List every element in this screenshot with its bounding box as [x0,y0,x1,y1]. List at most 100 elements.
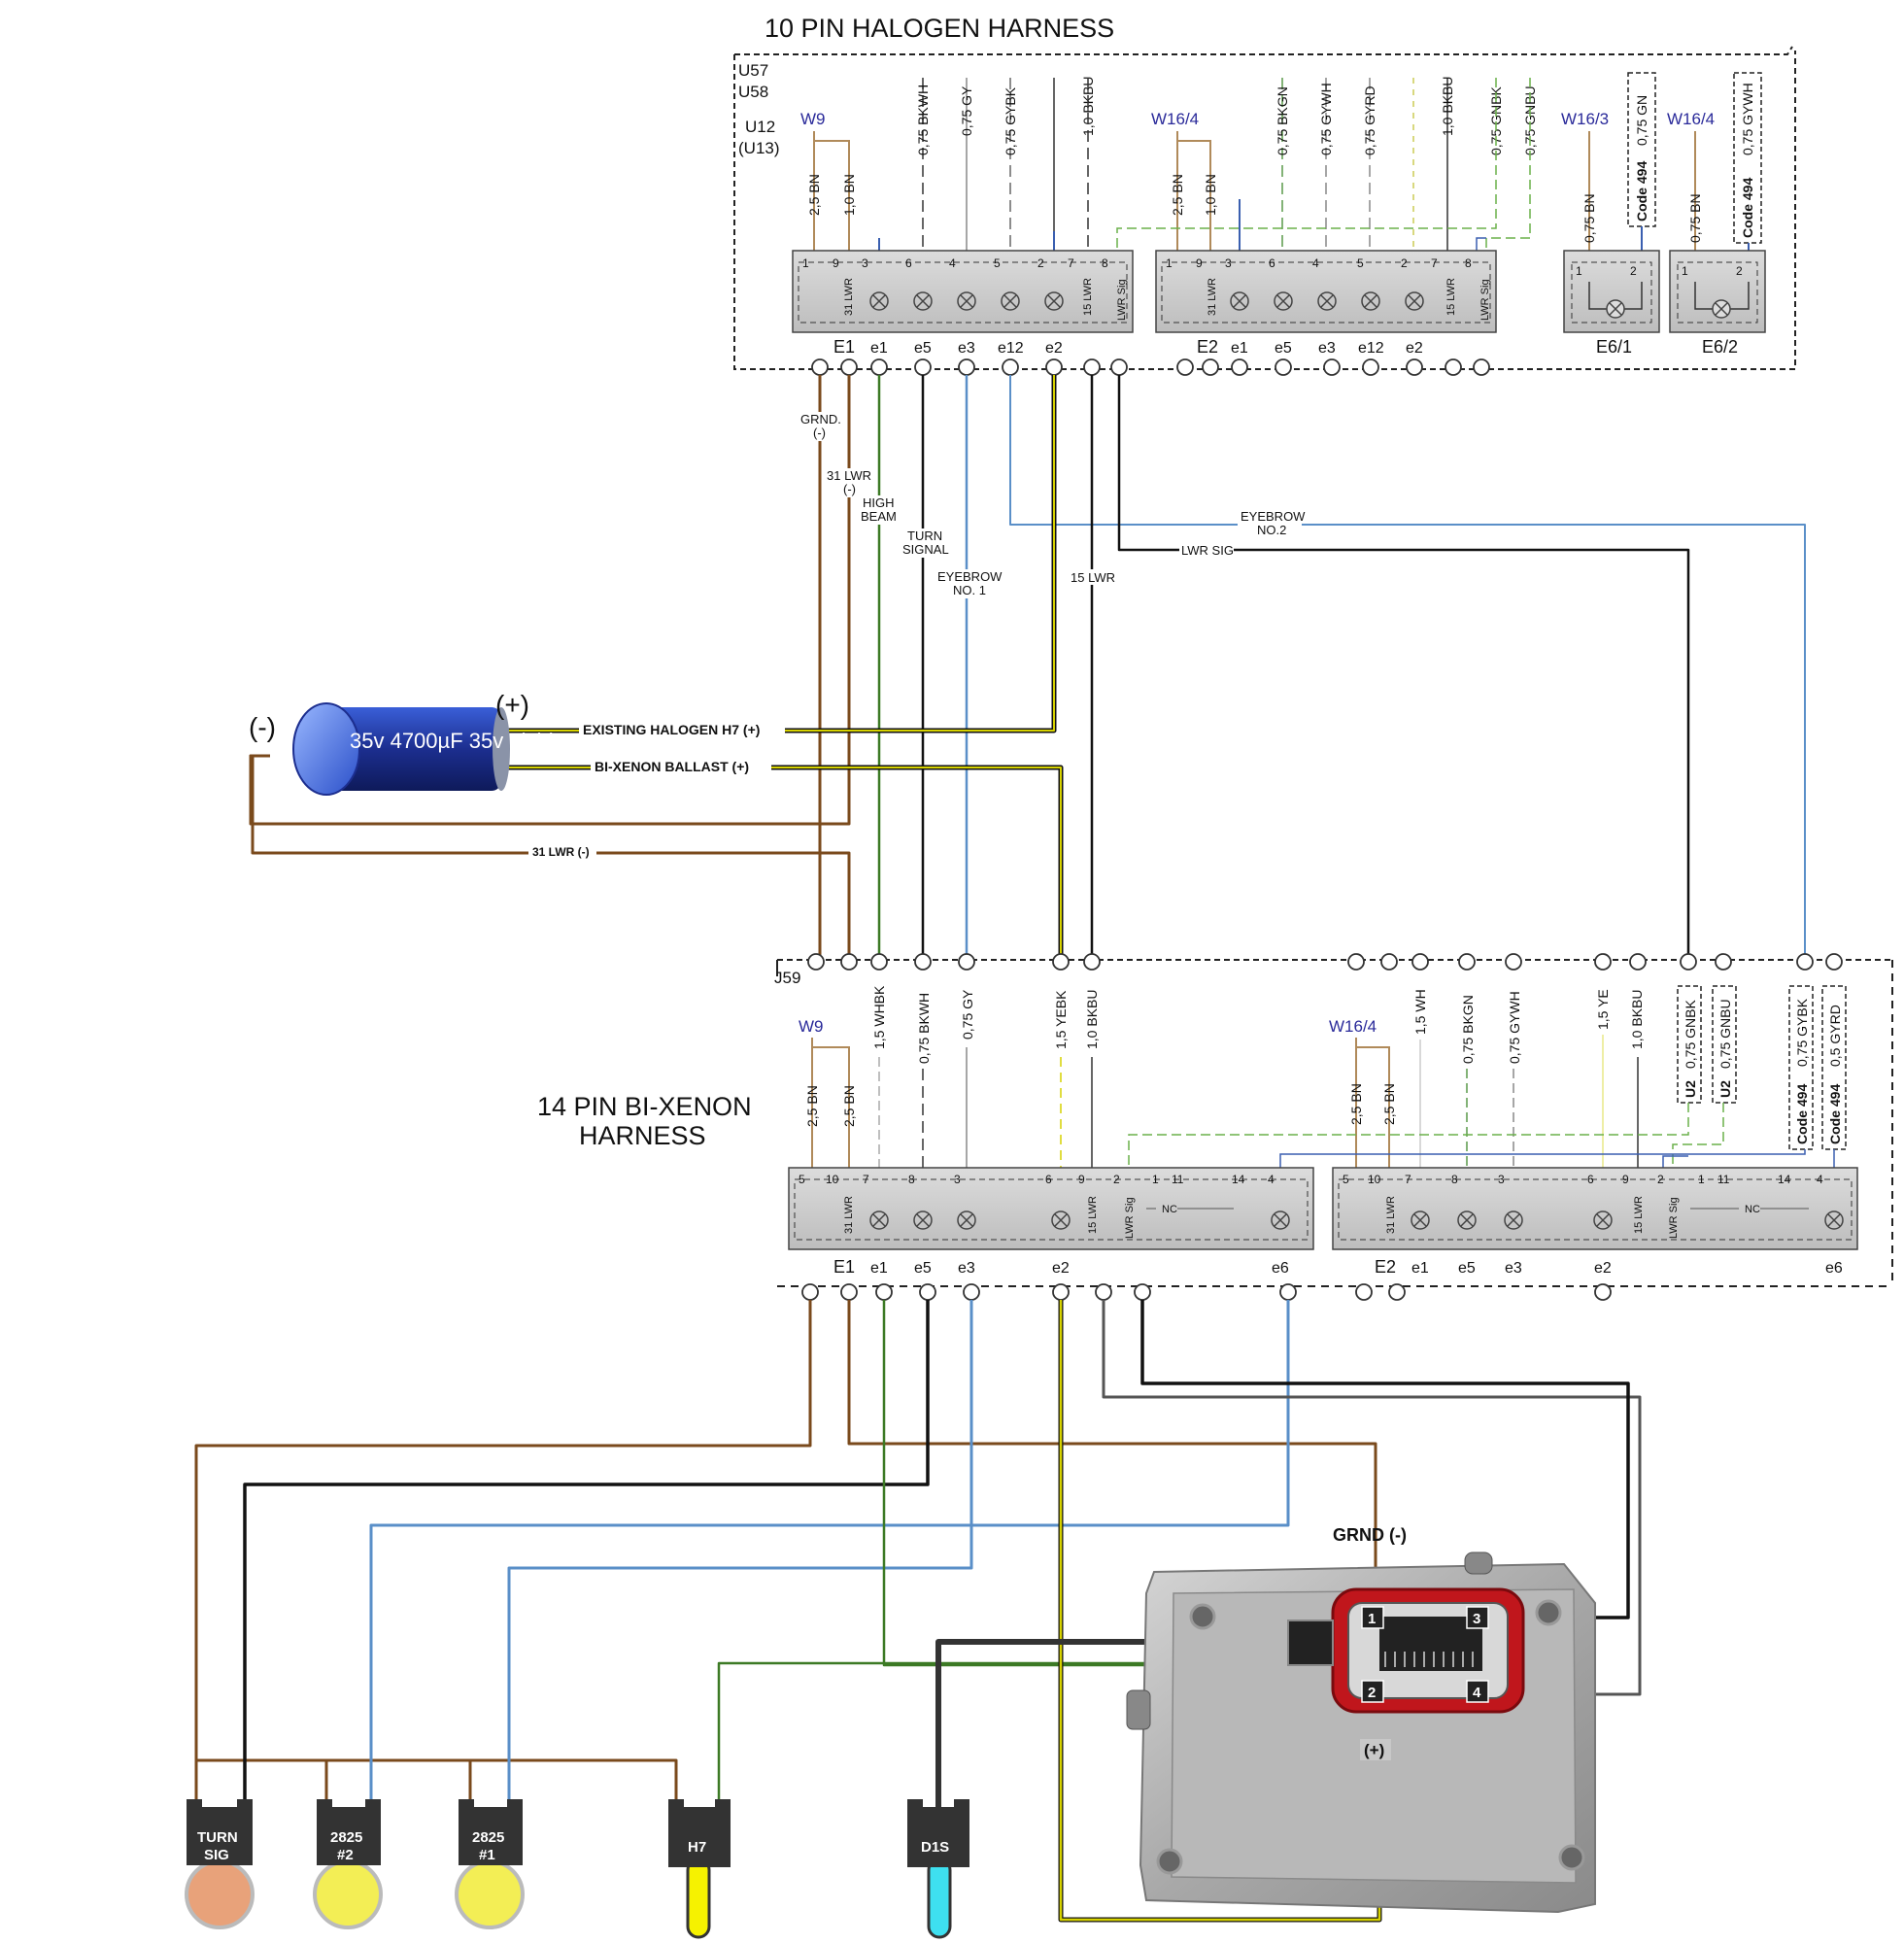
h-e1-term-e1: e1 [870,340,888,357]
x-code494-b: Code 494 [1827,1084,1843,1144]
x-e2-pin-3: 3 [1498,1173,1505,1186]
x-e2-wire-1: 2,5 BN [1381,1083,1397,1125]
x-e2-pin-2: 2 [1657,1173,1664,1186]
x-e2-term-e5: e5 [1458,1260,1476,1277]
h-e1-15lwr: 15 LWR [1082,278,1094,316]
x-e1-pin-7: 7 [863,1173,869,1186]
h-e1-term-e12: e12 [998,340,1024,357]
x-e1-pin-10: 10 [826,1173,839,1186]
lbl-eyebrow1: EYEBROW [937,569,1003,584]
h-e6-code494-b: Code 494 [1740,178,1755,238]
ballast-pin-3: 3 [1473,1611,1480,1627]
capacitor-existing-label: EXISTING HALOGEN H7 (+) [583,722,760,737]
x-e1-pin-8: 8 [908,1173,915,1186]
h-e1-pin-8: 8 [1102,256,1108,270]
x-e2-pin-5: 5 [1343,1173,1349,1186]
h-e6-wire-2: 0,75 BN [1687,193,1703,243]
ballast-pin-4: 4 [1473,1685,1481,1701]
x-code494-a: Code 494 [1794,1084,1810,1144]
h-e1-wire-1: 1,0 BN [841,174,857,216]
halogen-e6-1-connector [1563,250,1660,333]
xenon-title-2: HARNESS [579,1121,706,1150]
h-e6-wire-0: 0,75 BN [1581,193,1597,243]
h-e6-1-pin-2: 2 [1630,264,1637,278]
x-e2-lwrsig: LWR Sig [1668,1197,1680,1239]
x-e1-wire-6: 1,0 BKBU [1084,990,1100,1049]
bulb-1-l1: 2825 [330,1829,362,1846]
id-u13: (U13) [738,139,780,157]
h-e6-2-pin-1: 1 [1682,264,1688,278]
x-e2-wire-3: 0,75 BKGN [1460,995,1476,1064]
h-e2-wire-5: 1,0 BKBU [1440,77,1455,136]
lbl-turn: TURN [907,528,942,543]
h-e1-wire-0: 2,5 BN [806,174,822,216]
id-u58: U58 [738,83,768,101]
capacitor-lwr-label: 31 LWR (-) [532,845,590,859]
h-e1-pin-2: 2 [1037,256,1044,270]
lbl-high2: BEAM [861,509,897,524]
x-e2-term-e1: e1 [1411,1260,1429,1277]
x-e1-pin-3: 3 [954,1173,961,1186]
h-e1-pin-9: 9 [833,256,839,270]
x-e1-term-e1: e1 [870,1260,888,1277]
x-e1-wire-5: 1,5 YEBK [1053,990,1069,1049]
x-e1-pin-14: 14 [1232,1173,1245,1186]
x-e1-term-e6: e6 [1272,1260,1289,1277]
h-e2-pin-8: 8 [1465,256,1472,270]
bulb-2-l2: #1 [479,1847,495,1863]
x-e1-pin-6: 6 [1045,1173,1052,1186]
capacitor: 35v 4700µF 35v nichicon (-) (+) EXISTING… [249,690,785,859]
x-e2-term-e3: e3 [1505,1260,1522,1277]
x-e2-term-e6: e6 [1825,1260,1843,1277]
bulbs: TURN SIG 2825 #2 2825 #1 H7 D1S [185,1799,969,1939]
ballast-grnd-label: GRND (-) [1333,1525,1407,1545]
capacitor-minus: (-) [249,712,276,742]
h-e2-wire-1: 1,0 BN [1203,174,1218,216]
bulb-4-l1: D1S [921,1839,949,1856]
h-e1-pin-7: 7 [1068,256,1074,270]
ballast-plus-label: (+) [1364,1741,1384,1759]
h-e2-lwrsig: LWR Sig [1479,279,1491,321]
x-e2-wire-0: 2,5 BN [1348,1083,1364,1125]
h-e1-pin-6: 6 [905,256,912,270]
x-e1-wire-0: 2,5 BN [804,1085,820,1127]
x-e2-wire-7: 0,75 GNBK [1683,1000,1698,1069]
halogen-w9: W9 [800,110,826,128]
h-e2-wire-4: 0,75 GYRD [1362,85,1377,155]
bulb-2825-2: 2825 #2 [313,1799,383,1929]
id-u12: U12 [745,118,775,136]
bulb-1-l2: #2 [337,1847,354,1863]
halogen-terminals [811,358,1490,376]
x-e1-wire-2: 1,5 WHBK [871,985,887,1049]
h-e1-31lwr: 31 LWR [843,278,855,316]
halogen-e1-connector [792,250,1134,333]
h-e2-wire-0: 2,5 BN [1170,174,1185,216]
h-e2-pin-2: 2 [1401,256,1408,270]
h-e2-wire-7: 0,75 GNBU [1522,85,1538,155]
x-e2-pin-6: 6 [1587,1173,1594,1186]
xenon-title-1: 14 PIN BI-XENON [537,1092,752,1121]
x-e2-wire-6: 1,0 BKBU [1629,990,1645,1049]
lbl-turn2: SIGNAL [902,542,949,557]
h-e1-term-e3: e3 [958,340,975,357]
bulb-0-l1: TURN [197,1829,238,1846]
x-e2-wire-2: 1,5 WH [1412,989,1428,1035]
h-e6-wire-1: 0,75 GN [1634,95,1649,146]
x-e2-pin-11: 11 [1717,1173,1730,1186]
x-u2-a: U2 [1683,1080,1698,1098]
h-e2-term-e5: e5 [1275,340,1292,357]
h-e6-wire-3: 0,75 GYWH [1740,83,1755,155]
x-e2-pin-14: 14 [1778,1173,1791,1186]
h-e2-pin-5: 5 [1357,256,1364,270]
lbl-eyebrow1b: NO. 1 [953,583,986,597]
interconnect-wires [249,375,1806,962]
halogen-w16-3: W16/3 [1561,110,1609,128]
lbl-grnd2: (-) [813,426,826,440]
halogen-w16-4: W16/4 [1151,110,1199,128]
xenon-harness: 14 PIN BI-XENON HARNESS J59 W9 2,5 BN 2,… [537,953,1893,1301]
h-e1-pin-3: 3 [862,256,868,270]
x-e2-31lwr: 31 LWR [1385,1196,1397,1234]
lbl-eyebrow2b: NO.2 [1257,523,1286,537]
x-e2-wire-9: 0,75 GYBK [1794,998,1810,1067]
